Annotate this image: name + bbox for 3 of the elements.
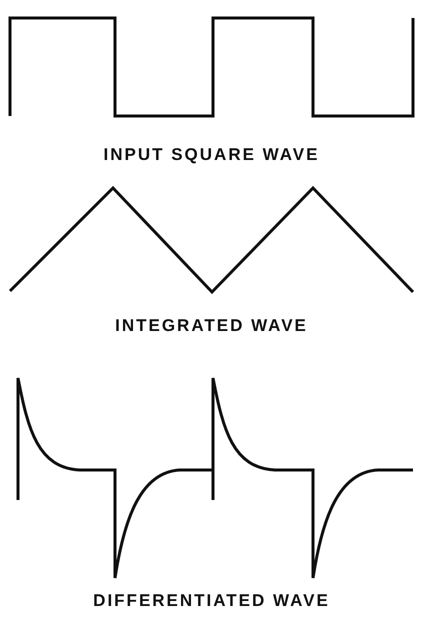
wave-caption: DIFFERENTIATED WAVE bbox=[92, 591, 331, 611]
wave-caption: INPUT SQUARE WAVE bbox=[102, 145, 320, 165]
wave-caption: INTEGRATED WAVE bbox=[114, 316, 309, 336]
